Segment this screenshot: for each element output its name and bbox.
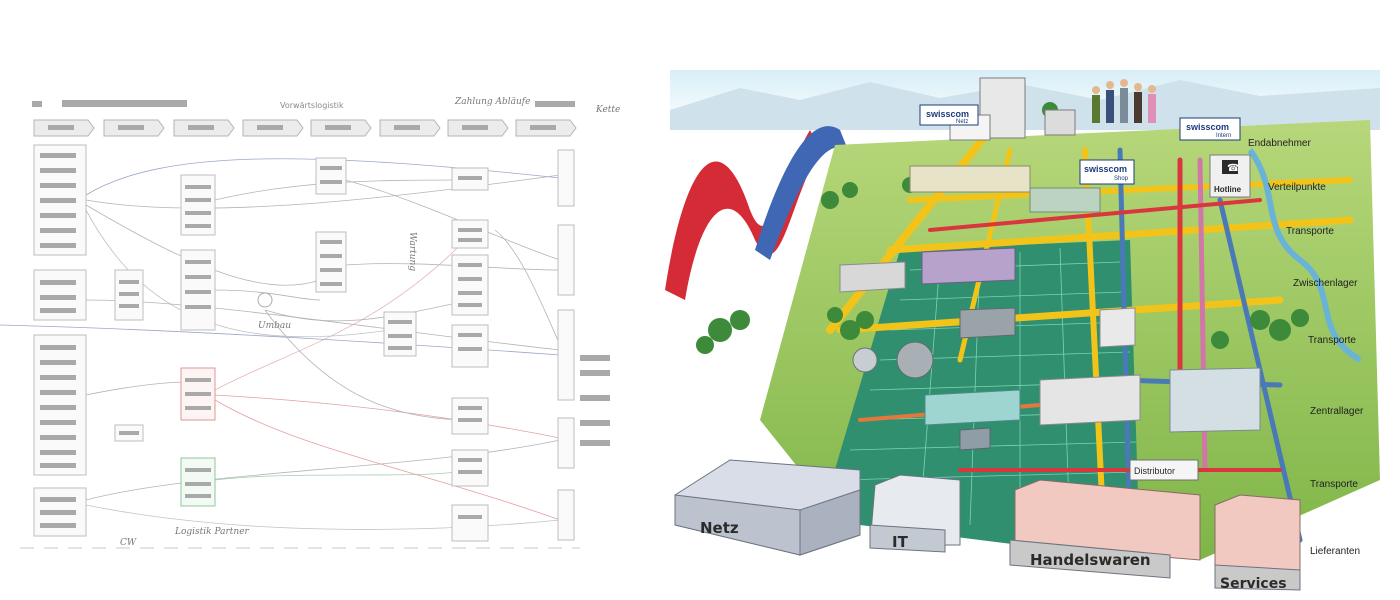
sketch-header-title: Vorwärtslogistik xyxy=(280,101,344,110)
sketch-mid-label: Wartung xyxy=(407,232,417,271)
river xyxy=(1247,148,1362,363)
sketch-header-arrows xyxy=(33,119,577,137)
headquarters xyxy=(949,77,1076,141)
side-label-zwischenlager: Zwischenlager xyxy=(1293,278,1358,289)
sketch-right-nodes xyxy=(451,167,489,542)
sketch-bottom-mid-label: Logistik Partner xyxy=(174,527,250,537)
side-label-transporte-2: Transporte xyxy=(1308,335,1356,346)
sketch-title-bar xyxy=(32,101,42,107)
side-labels: Endabnehmer Verteilpunkte Transporte Zwi… xyxy=(1248,138,1364,557)
building-label-handelswaren: Handelswaren xyxy=(1030,551,1151,569)
brand-name-netz: swisscom xyxy=(926,109,969,119)
sketch-hub-column xyxy=(180,174,216,507)
side-label-verteilpunkte: Verteilpunkte xyxy=(1268,182,1326,193)
swoosh-red xyxy=(665,130,820,300)
sketch-second-column xyxy=(114,269,144,442)
sketch-bottom-left-label: CW xyxy=(120,538,137,548)
warehouse-netz: Netz xyxy=(674,459,861,556)
brand-sign-intern: swisscom Intern xyxy=(1179,117,1241,141)
side-label-transporte-3: Transporte xyxy=(1310,479,1358,490)
sketch-note-top: Zahlung Abläufe xyxy=(454,97,530,107)
brand-unit-netz: Netz xyxy=(956,119,968,125)
side-label-lieferanten: Lieferanten xyxy=(1310,546,1360,557)
swoosh-blue xyxy=(755,126,848,261)
warehouse-services: Services xyxy=(1214,494,1301,592)
sketch-mid-label-2: Umbau xyxy=(258,321,291,331)
sketch-title-bar xyxy=(535,101,575,107)
brand-sign-shop: swisscom Shop xyxy=(1079,159,1135,185)
building-label-netz: Netz xyxy=(700,519,739,537)
brand-name-shop: swisscom xyxy=(1084,164,1127,174)
sketch-canvas: Vorwärtslogistik Zahlung Abläufe Kette xyxy=(0,97,620,549)
logistics-illustration: swisscom Netz swisscom Shop swisscom Int… xyxy=(660,0,1400,600)
warehouse-handelswaren: Handelswaren xyxy=(1009,479,1201,579)
sketch-bottom: CW Logistik Partner xyxy=(20,527,580,549)
building-label-services: Services xyxy=(1220,576,1287,592)
brand-unit-intern: Intern xyxy=(1216,133,1231,139)
sketch-far-right-column xyxy=(557,149,610,541)
hotline-label: Hotline xyxy=(1214,185,1242,194)
hotline-building: ☎ Hotline xyxy=(1209,154,1251,198)
distributor-building: Distributor xyxy=(1129,459,1199,481)
side-label-zentrallager: Zentrallager xyxy=(1310,406,1364,417)
side-label-endabnehmer: Endabnehmer xyxy=(1248,138,1311,149)
phone-icon: ☎ xyxy=(1227,163,1239,174)
sketch-title-bar xyxy=(62,100,187,107)
illustration-canvas: swisscom Netz swisscom Shop swisscom Int… xyxy=(665,70,1380,592)
brand-name-intern: swisscom xyxy=(1186,122,1229,132)
building-label-it: IT xyxy=(892,533,909,551)
warehouse-it: IT xyxy=(869,474,961,553)
sketch-middle-nodes: Wartung Umbau xyxy=(257,157,417,357)
process-sketch: Vorwärtslogistik Zahlung Abläufe Kette xyxy=(0,0,660,600)
people xyxy=(1092,79,1156,123)
side-label-transporte-1: Transporte xyxy=(1286,226,1334,237)
mid-buildings xyxy=(839,165,1261,451)
distributor-label: Distributor xyxy=(1134,466,1175,476)
sketch-note-right: Kette xyxy=(595,105,620,115)
brand-unit-shop: Shop xyxy=(1114,176,1129,182)
brand-sign-netz: swisscom Netz xyxy=(919,104,979,126)
sketch-left-column xyxy=(33,144,87,537)
